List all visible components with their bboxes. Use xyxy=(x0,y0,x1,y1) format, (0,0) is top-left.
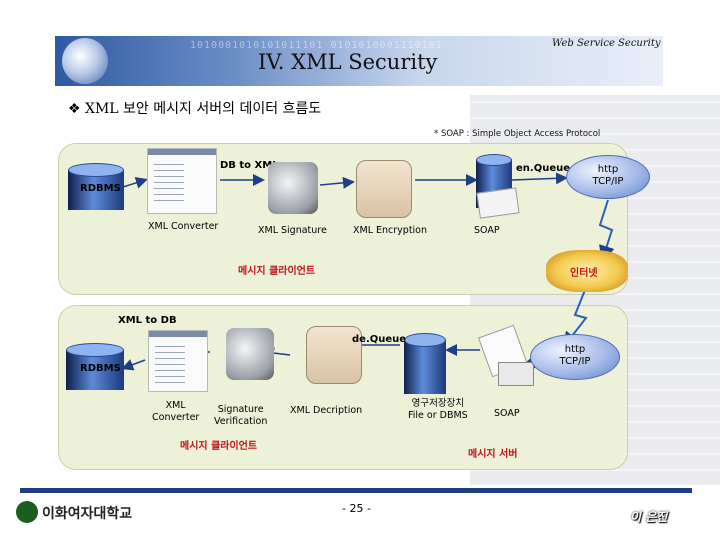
internet-cloud-icon xyxy=(546,250,628,292)
rdbms-top-label: RDBMS xyxy=(80,183,121,194)
xml-converter-label-bottom: XML Converter xyxy=(152,400,200,423)
soap-footnote: * SOAP : Simple Object Access Protocol xyxy=(434,129,601,139)
internet-label: 인터넷 xyxy=(570,268,598,279)
author-name: 이 은진 xyxy=(630,510,668,524)
university-name: 이화여자대학교 xyxy=(42,506,133,522)
signature-verification-label: Signature Verification xyxy=(214,404,268,427)
xml-signature-label: XML Signature xyxy=(258,225,327,236)
header-banner xyxy=(55,36,663,86)
slide-header-subtitle: Web Service Security xyxy=(552,38,661,49)
rdbms-bottom-label: RDBMS xyxy=(80,363,121,374)
signature-key-icon-bottom xyxy=(226,328,274,380)
soap-label-bottom: SOAP xyxy=(494,408,520,419)
signature-key-icon-top xyxy=(268,162,318,214)
enqueue-cylinder-cap xyxy=(476,154,512,166)
xml-to-db-label: XML to DB xyxy=(118,315,177,326)
enqueue-label: en.Queue xyxy=(516,163,571,174)
message-client-label-top: 메시지 클라이언트 xyxy=(238,266,316,277)
persistent-storage-label: 영구저장장치 File or DBMS xyxy=(408,398,468,421)
rdbms-bottom-cap xyxy=(66,343,124,357)
dequeue-cylinder xyxy=(404,340,446,394)
xml-encryption-label: XML Encryption xyxy=(353,225,428,236)
globe-icon xyxy=(62,38,108,84)
message-server-label: 메시지 서버 xyxy=(468,449,518,460)
xml-converter-screen-bottom xyxy=(148,330,208,392)
decryption-person-icon xyxy=(306,326,362,384)
page-number: - 25 - xyxy=(342,502,371,515)
encryption-person-icon xyxy=(356,160,412,218)
xml-converter-label-top: XML Converter xyxy=(148,221,219,232)
ewha-emblem-icon xyxy=(16,501,38,523)
db-to-xml-label: DB to XML xyxy=(220,160,279,171)
banner-binary-text: 1010001010101011101 0101010001110101 xyxy=(190,40,443,51)
xml-decryption-label: XML Decription xyxy=(290,405,363,416)
xml-converter-screen-top xyxy=(147,148,217,214)
http-tcpip-oval-top: http TCP/IP xyxy=(566,155,650,199)
http-tcpip-oval-bottom: http TCP/IP xyxy=(530,334,620,380)
rdbms-top-cap xyxy=(68,163,124,177)
soap-label-top: SOAP xyxy=(474,225,500,236)
soap-envelope-icon-bottom xyxy=(498,362,534,386)
dequeue-cylinder-cap xyxy=(404,333,446,347)
message-client-label-bottom: 메시지 클라이언트 xyxy=(180,441,258,452)
footer-rule xyxy=(20,488,692,493)
soap-envelope-icon-top xyxy=(476,187,520,219)
university-logo: 이화여자대학교 xyxy=(10,497,158,527)
slide-title: IV. XML Security xyxy=(258,50,438,74)
section-heading: ❖ XML 보안 메시지 서버의 데이터 흐름도 xyxy=(68,101,322,117)
dequeue-label: de.Queue xyxy=(352,334,407,345)
